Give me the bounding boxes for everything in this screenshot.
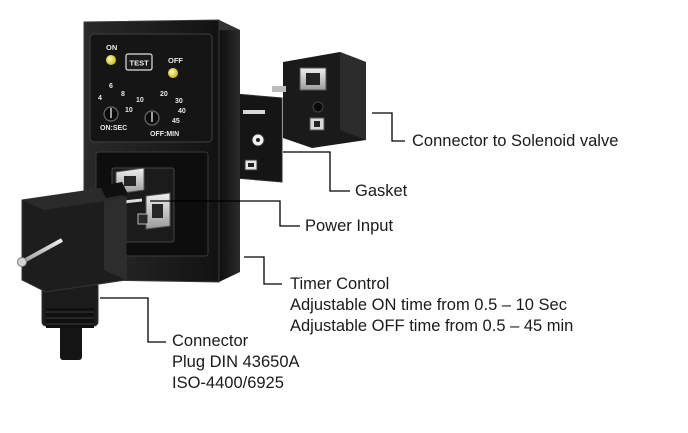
off-dial-unit: OFF:MIN [150,131,179,138]
cable-icon [60,320,82,360]
off-led-label: OFF [168,56,183,65]
label-gasket: Gasket [355,182,408,200]
leader-power [150,200,300,227]
on-scale-4: 4 [98,95,102,102]
label-solenoid-connector: Connector to Solenoid valve [412,132,619,150]
solenoid-connector [283,52,366,148]
gasket [235,93,283,183]
off-dial-scale: 10 20 30 40 45 [136,91,186,125]
on-led-icon [106,55,116,65]
timer-panel: ON OFF TEST 4 6 8 10 10 20 30 40 45 [98,43,186,138]
plug-connector [17,182,128,360]
label-power-input: Power Input [305,217,394,235]
screw-icon [17,257,27,267]
leader-solenoid [372,112,405,142]
off-scale-45: 45 [172,118,180,125]
test-button-label: TEST [130,59,150,68]
connector-iso-standard: ISO-4400/6925 [172,374,284,392]
leader-gasket [283,151,350,192]
connector-title: Connector [172,332,249,350]
label-connector: Connector Plug DIN 43650A ISO-4400/6925 [172,331,300,394]
off-scale-30: 30 [175,98,183,105]
timer-socket [111,167,175,243]
on-dial-scale: 4 6 8 10 [98,83,133,114]
off-scale-20: 20 [160,91,168,98]
on-scale-6: 6 [109,83,113,90]
off-led-icon [168,68,178,78]
on-scale-10: 10 [125,107,133,114]
leader-timer [244,256,282,285]
on-led-label: ON [106,43,117,52]
off-scale-10: 10 [136,97,144,104]
leader-lines [100,112,405,343]
label-timer-control: Timer Control Adjustable ON time from 0.… [290,274,573,337]
connector-plug-standard: Plug DIN 43650A [172,353,300,371]
timer-control-on-range: Adjustable ON time from 0.5 – 10 Sec [290,296,567,314]
test-button[interactable]: TEST [125,53,153,71]
timer-control-title: Timer Control [290,275,390,293]
on-dial-unit: ON:SEC [100,125,127,132]
on-time-dial[interactable] [103,106,119,122]
timer-control-off-range: Adjustable OFF time from 0.5 – 45 min [290,317,574,335]
leader-connector [100,297,166,343]
on-scale-8: 8 [121,91,125,98]
off-scale-40: 40 [178,108,186,115]
off-time-dial[interactable] [144,110,160,126]
